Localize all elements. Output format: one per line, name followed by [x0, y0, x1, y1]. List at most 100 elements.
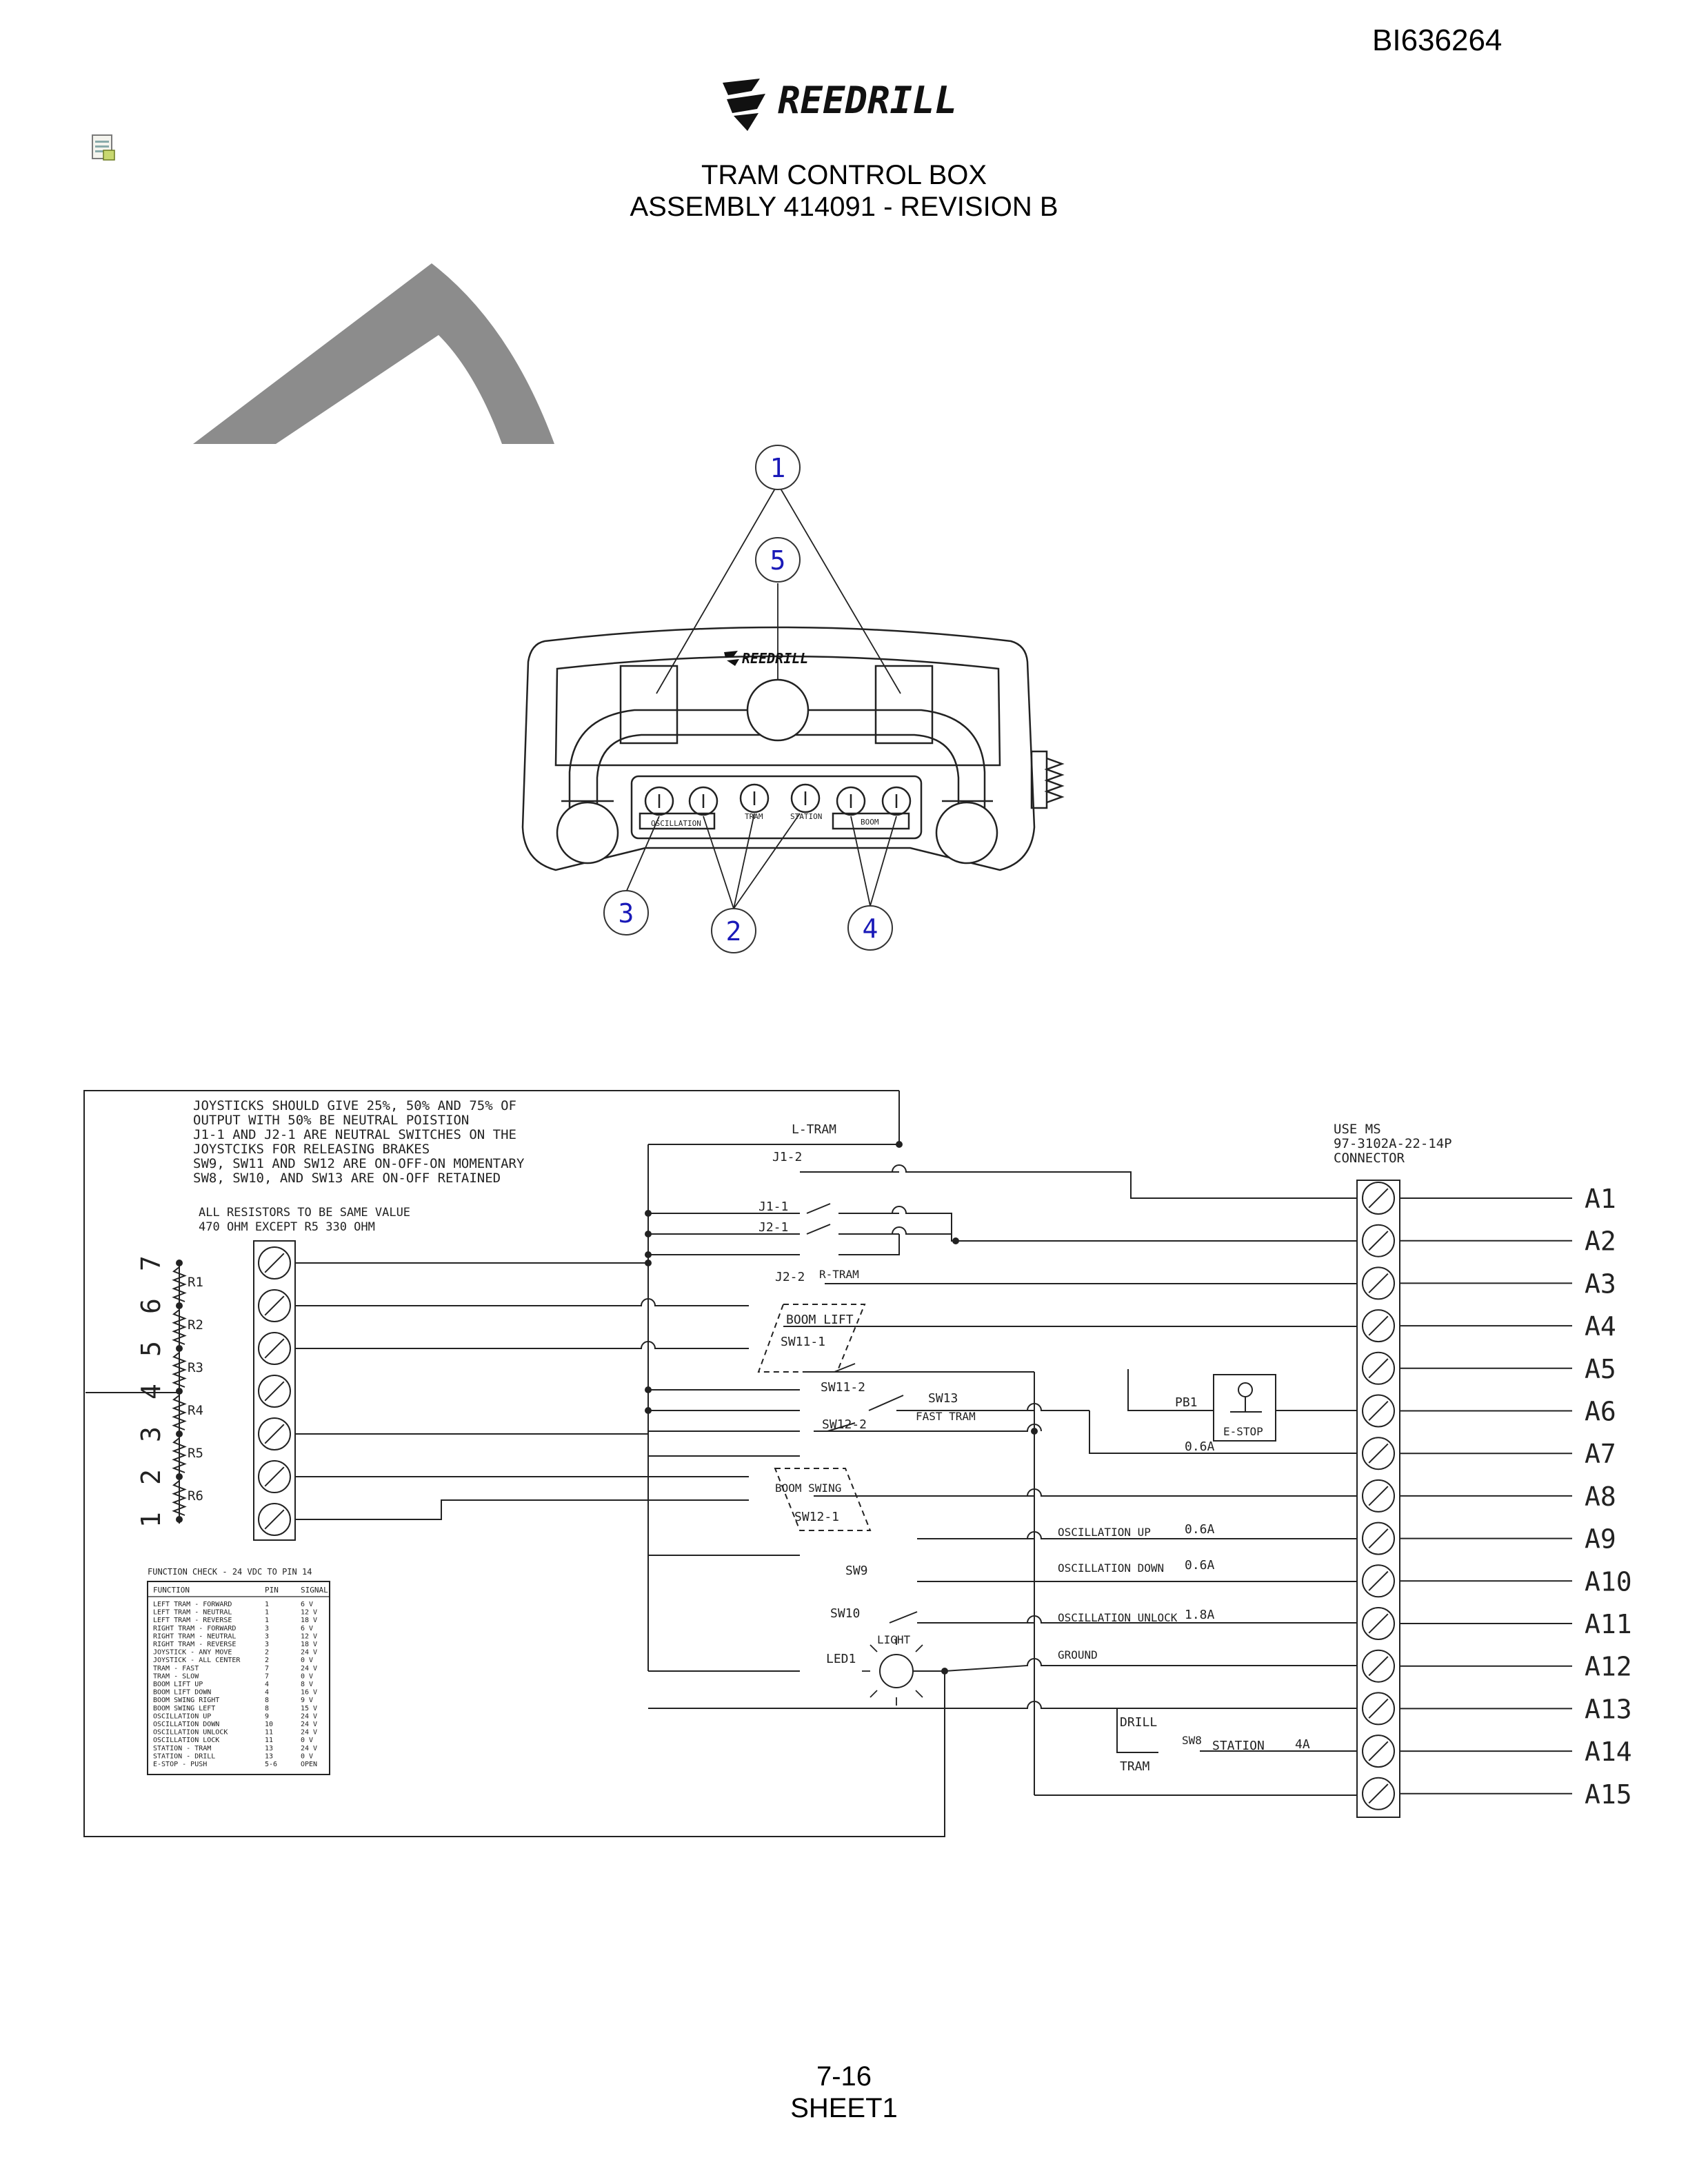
- connector-pin-label: A9: [1585, 1524, 1616, 1555]
- connector-block: [1356, 1180, 1400, 1818]
- joystick-notes: JOYSTICKS SHOULD GIVE 25%, 50% AND 75% O…: [193, 1098, 525, 1186]
- junction-dot: [176, 1345, 183, 1352]
- label-sw13: SW13: [928, 1391, 958, 1406]
- left-terminal-screw: [258, 1332, 291, 1365]
- connector-pin-label: A7: [1585, 1439, 1616, 1469]
- wire-a9: [917, 1531, 1357, 1539]
- resistor-r4: [172, 1395, 187, 1430]
- function-check-cell: OSCILLATION LOCK: [153, 1737, 219, 1744]
- switch-label-station: STATION: [790, 812, 822, 821]
- joystick-note-line: J1-1 AND J2-1 ARE NEUTRAL SWITCHES ON TH…: [193, 1127, 516, 1142]
- label-boom-swing: BOOM SWING: [775, 1482, 841, 1495]
- function-check-cell: 1: [265, 1601, 269, 1608]
- document-icon[interactable]: [91, 134, 116, 161]
- function-check-cell: BOOM LIFT UP: [153, 1681, 203, 1688]
- junction-dot: [1031, 1428, 1038, 1435]
- wire-a8: [814, 1488, 1357, 1497]
- connector-pin-screw: [1362, 1479, 1395, 1513]
- resistor-r5: [172, 1437, 187, 1473]
- border-wire: [83, 1090, 945, 1837]
- function-check-cell: 6 V: [301, 1601, 313, 1608]
- right-hand-rest: [935, 801, 998, 865]
- function-check-cell: 0 V: [301, 1737, 313, 1744]
- function-check-cell: OSCILLATION UNLOCK: [153, 1729, 228, 1737]
- toggle-switch-3: [739, 783, 770, 813]
- function-check-cell: 12 V: [301, 1609, 317, 1617]
- connector-pin-screw: [1362, 1692, 1395, 1726]
- function-check-cell: 18 V: [301, 1641, 317, 1648]
- function-check-cell: 9: [265, 1712, 269, 1720]
- label-sw11-2: SW11-2: [821, 1380, 865, 1395]
- callout-5: 5: [755, 537, 801, 583]
- connector-pin-label: A14: [1585, 1737, 1632, 1767]
- callout-3: 3: [603, 890, 649, 936]
- function-check-rows: FUNCTION CHECK - 24 VDC TO PIN 14FUNCTIO…: [148, 1567, 330, 1768]
- resistor-note-line: 470 OHM EXCEPT R5 330 OHM: [199, 1220, 375, 1234]
- resistor-note-line: ALL RESISTORS TO BE SAME VALUE: [199, 1206, 410, 1220]
- label-fast-tram: FAST TRAM: [916, 1410, 976, 1423]
- left-terminal-number: 7: [136, 1255, 166, 1271]
- junction-dot: [176, 1302, 183, 1309]
- function-check-cell: BOOM LIFT DOWN: [153, 1689, 211, 1697]
- wire-a12: [913, 1658, 1357, 1672]
- joystick-note-line: JOYSTCIKS FOR RELEASING BRAKES: [193, 1142, 430, 1157]
- toggle-switch-1: [644, 786, 674, 816]
- wire-a2: [838, 1206, 1357, 1242]
- function-check-cell: 10: [265, 1721, 273, 1728]
- function-check-cell: TRAM - FAST: [153, 1665, 199, 1672]
- function-check-title: FUNCTION CHECK - 24 VDC TO PIN 14: [148, 1567, 312, 1577]
- e-stop-pushbutton: [1213, 1374, 1276, 1442]
- document-id: BI636264: [1372, 23, 1503, 57]
- function-check-cell: 24 V: [301, 1712, 317, 1720]
- switch-panel: [630, 775, 923, 840]
- joystick-note-line: JOYSTICKS SHOULD GIVE 25%, 50% AND 75% O…: [193, 1098, 516, 1113]
- callout-1-label: 1: [770, 453, 786, 483]
- function-check-cell: TRAM - SLOW: [153, 1672, 199, 1680]
- function-check-cell: 4: [265, 1689, 269, 1697]
- schematic: [83, 1090, 1572, 1837]
- label-boom-lift: BOOM LIFT: [786, 1313, 854, 1327]
- switch-blade: [868, 1395, 904, 1411]
- junction-dot: [645, 1386, 652, 1393]
- left-terminal-screw: [258, 1417, 291, 1450]
- switch-label-oscillation: OSCILLATION: [651, 819, 701, 828]
- connector-pin-label: A4: [1585, 1311, 1616, 1342]
- resistor-r1: [172, 1266, 187, 1302]
- switch-blade: [806, 1224, 831, 1235]
- label-e-stop: E-STOP: [1223, 1425, 1263, 1438]
- junction-dot: [645, 1251, 652, 1258]
- led1-lamp[interactable]: [879, 1654, 914, 1688]
- connector-pin-screw: [1362, 1735, 1395, 1768]
- joystick-note-line: SW9, SW11 AND SW12 ARE ON-OFF-ON MOMENTA…: [193, 1156, 525, 1171]
- label-j1-1: J1-1: [758, 1200, 788, 1214]
- resistor-label: R4: [188, 1403, 203, 1418]
- connector-pin-screws: [1362, 1182, 1395, 1810]
- wire-a7: [1089, 1410, 1357, 1454]
- function-check-cell: 2: [265, 1657, 269, 1664]
- connector-pin-screw: [1362, 1224, 1395, 1257]
- wire-a5: [1127, 1369, 1214, 1411]
- label-pb1: PB1: [1175, 1395, 1198, 1410]
- toggle-switch-6: [881, 786, 912, 816]
- wire: [295, 1298, 749, 1306]
- junction-dot: [896, 1141, 903, 1148]
- left-terminal-number: 4: [136, 1384, 166, 1399]
- connector-pin-screw: [1362, 1351, 1395, 1385]
- function-check-cell: 8: [265, 1697, 269, 1704]
- reedrill-logo-mark: [723, 79, 765, 131]
- resistor-label: R3: [188, 1360, 203, 1375]
- resistor-r3: [172, 1352, 187, 1388]
- function-check-cell: 24 V: [301, 1665, 317, 1672]
- callout-3-label: 3: [619, 898, 634, 929]
- resistor-label: R6: [188, 1488, 203, 1504]
- function-check-cell: 24 V: [301, 1649, 317, 1657]
- switch-blade: [806, 1203, 831, 1214]
- connector-pin-label: A11: [1585, 1609, 1632, 1639]
- function-check-cell: 1: [265, 1617, 269, 1624]
- function-check-cell: 3: [265, 1632, 269, 1640]
